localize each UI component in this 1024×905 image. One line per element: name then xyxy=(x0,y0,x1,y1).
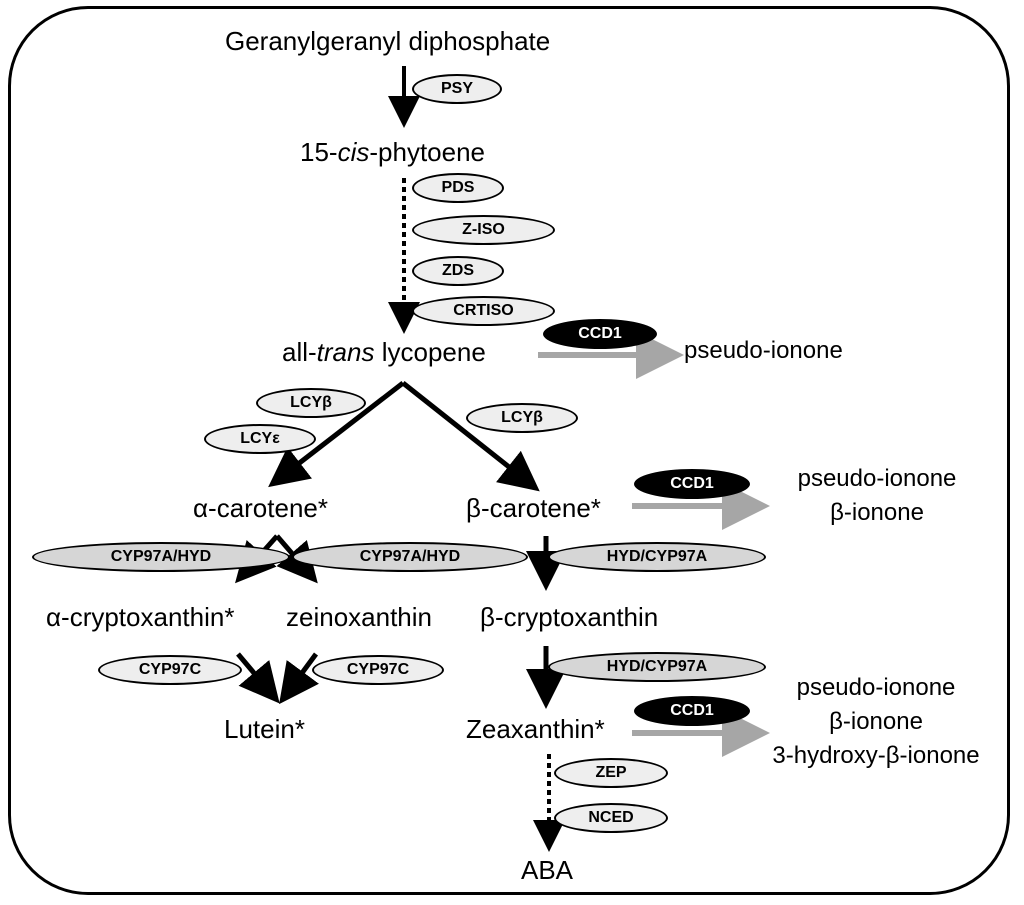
diagram-frame xyxy=(8,6,1010,895)
arrow-crypto-lutein xyxy=(236,652,280,704)
enzyme-zds: ZDS xyxy=(412,256,504,286)
enzyme-ccd1-beta-carotene: CCD1 xyxy=(634,469,750,499)
compound-beta-cryptoxanthin: β-cryptoxanthin xyxy=(480,602,659,632)
products-lycopene: pseudo-ionone xyxy=(684,334,843,368)
compound-lutein: Lutein* xyxy=(224,714,305,744)
enzyme-cyp97c-right: CYP97C xyxy=(312,655,444,685)
compound-alpha-cryptoxanthin: α-cryptoxanthin* xyxy=(46,602,235,632)
arrow-zeino-lutein xyxy=(279,652,319,705)
enzyme-cyp97a-hyd-right: CYP97A/HYD xyxy=(292,542,528,572)
product-item: 3-hydroxy-β-ionone xyxy=(772,742,980,769)
product-item: pseudo-ionone xyxy=(684,337,843,364)
enzyme-lcyb-right: LCYβ xyxy=(466,403,578,433)
enzyme-zep: ZEP xyxy=(554,758,668,788)
product-item: β-ionone xyxy=(830,499,924,526)
enzyme-psy: PSY xyxy=(412,74,502,104)
enzyme-pds: PDS xyxy=(412,173,504,203)
enzyme-hyd-cyp97a-2: HYD/CYP97A xyxy=(548,652,766,682)
enzyme-nced: NCED xyxy=(554,803,668,833)
compound-alpha-carotene: α-carotene* xyxy=(193,493,328,523)
compound-phytoene: 15-cis-phytoene xyxy=(300,137,486,167)
compound-lycopene: all-trans lycopene xyxy=(282,337,486,367)
enzyme-hyd-cyp97a-1: HYD/CYP97A xyxy=(548,542,766,572)
enzyme-cyp97a-hyd-left: CYP97A/HYD xyxy=(32,542,290,572)
enzyme-lcye: LCYε xyxy=(204,424,316,454)
compound-beta-carotene: β-carotene* xyxy=(466,493,601,523)
product-item: β-ionone xyxy=(829,708,923,735)
product-item: pseudo-ionone xyxy=(797,465,957,492)
enzyme-ccd1-zeaxanthin: CCD1 xyxy=(634,696,750,726)
arrow-lycopene-alpha xyxy=(268,381,405,488)
products-beta-carotene: pseudo-ionone β-ionone xyxy=(784,462,970,530)
enzyme-lcyb-left: LCYβ xyxy=(256,388,366,418)
arrow-lycopene-beta xyxy=(401,381,540,492)
enzyme-cyp97c-left: CYP97C xyxy=(98,655,242,685)
compound-zeaxanthin: Zeaxanthin* xyxy=(466,714,605,744)
product-item: pseudo-ionone xyxy=(796,674,956,701)
enzyme-z-iso: Z-ISO xyxy=(412,215,555,245)
products-zeaxanthin: pseudo-ionone β-ionone 3-hydroxy-β-ionon… xyxy=(758,671,994,773)
enzyme-crtiso: CRTISO xyxy=(412,296,555,326)
compound-ggpp: Geranylgeranyl diphosphate xyxy=(225,26,551,56)
compound-zeinoxanthin: zeinoxanthin xyxy=(286,602,432,632)
enzyme-ccd1-lycopene: CCD1 xyxy=(543,319,657,349)
compound-aba: ABA xyxy=(521,855,574,885)
